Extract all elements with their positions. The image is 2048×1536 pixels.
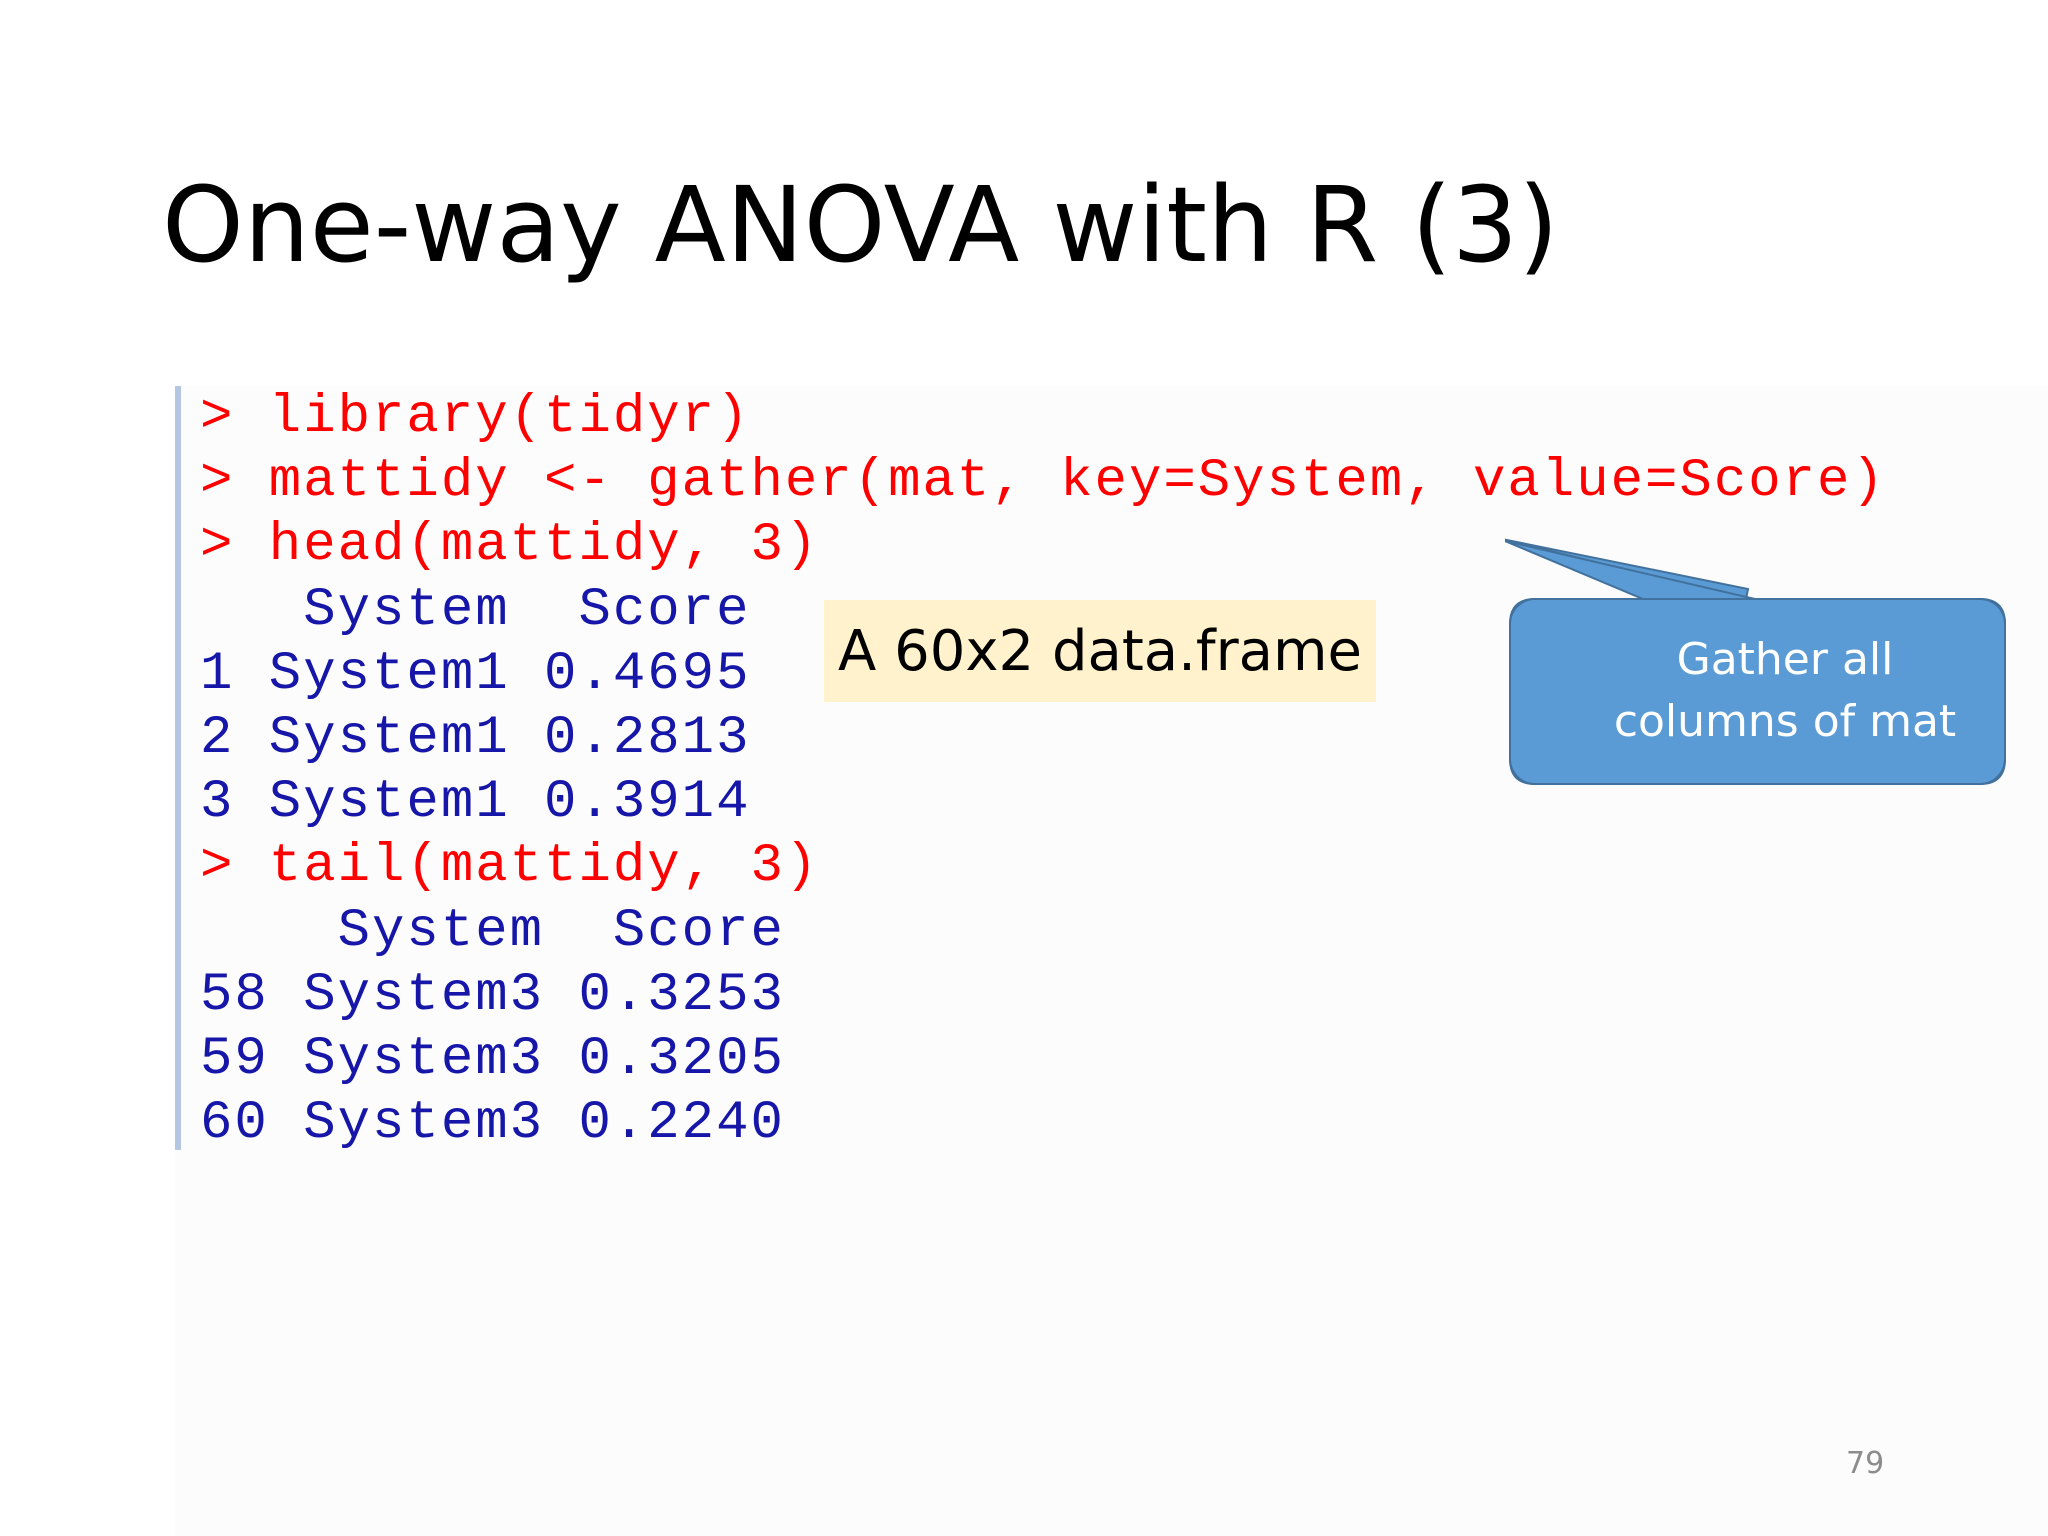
console-background: [175, 386, 2048, 1536]
console-line-output: 1 System1 0.4695: [200, 643, 751, 705]
console-left-border: [175, 386, 181, 1150]
console-line-output: System Score: [200, 900, 785, 962]
console-line-output: 3 System1 0.3914: [200, 772, 751, 834]
console-line-output: 58 System3 0.3253: [200, 964, 785, 1026]
console-line-command: > head(mattidy, 3): [200, 515, 820, 577]
callout-line-2: columns of mat: [1613, 696, 1957, 747]
console-line-output: 59 System3 0.3205: [200, 1028, 785, 1090]
gather-callout: Gather all columns of mat: [1505, 535, 2010, 795]
console-line-output: 2 System1 0.2813: [200, 707, 751, 769]
callout-text: Gather all columns of mat: [1560, 629, 2010, 753]
console-line-command: > tail(mattidy, 3): [200, 836, 820, 898]
callout-line-1: Gather all: [1676, 634, 1894, 685]
slide-title: One-way ANOVA with R (3): [162, 164, 1559, 286]
console-line-command: > library(tidyr): [200, 387, 751, 448]
callout-shape: [1505, 538, 2006, 785]
console-line-command: > mattidy <- gather(mat, key=System, val…: [200, 451, 1886, 513]
console-line-output: System Score: [200, 579, 751, 641]
data-frame-note-text: A 60x2 data.frame: [838, 618, 1362, 684]
r-console-output: > library(tidyr)> mattidy <- gather(mat,…: [200, 386, 1886, 1156]
data-frame-note: A 60x2 data.frame: [824, 600, 1376, 702]
page-number: 79: [1846, 1446, 1885, 1481]
console-line-output: 60 System3 0.2240: [200, 1093, 785, 1155]
